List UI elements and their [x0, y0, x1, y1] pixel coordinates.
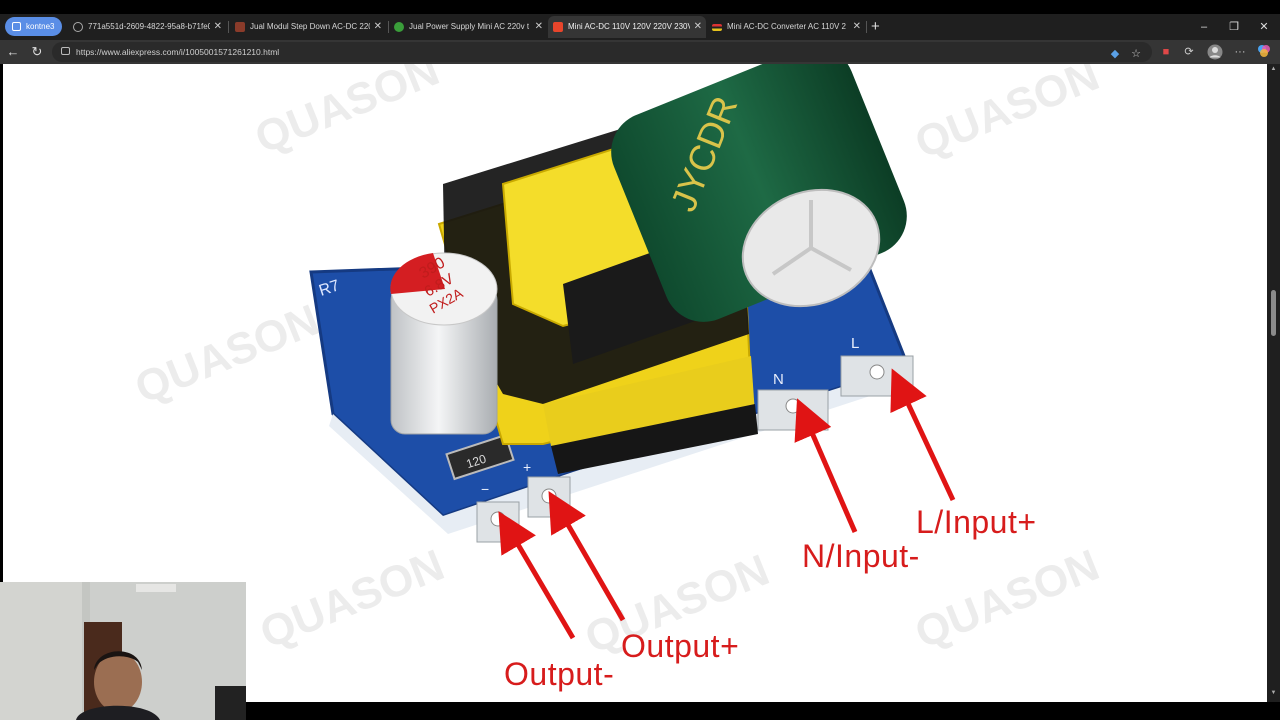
address-bar[interactable]: https://www.aliexpress.com/i/10050015712…	[52, 42, 1152, 62]
profile-label: kontne3	[26, 22, 55, 31]
scroll-down-icon[interactable]: ▼	[1270, 690, 1277, 696]
aliexpress-icon	[553, 22, 563, 32]
tab-5[interactable]: Mini AC-DC Converter AC 110V 2 ✕	[707, 16, 865, 38]
toolbar: ← ↻ https://www.aliexpress.com/i/1005001…	[0, 40, 1280, 64]
polarity-plus: +	[523, 459, 531, 475]
pad-letter-n: N	[773, 371, 784, 388]
close-icon[interactable]: ✕	[534, 21, 543, 32]
sync-icon[interactable]: ⟳	[1184, 46, 1194, 58]
arrow-l-input	[890, 368, 956, 502]
large-capacitor: JYCDR	[611, 64, 907, 322]
url-text[interactable]: https://www.aliexpress.com/i/10050015712…	[76, 47, 280, 57]
tokopedia-icon	[394, 22, 404, 32]
restore-button[interactable]: ❐	[1229, 21, 1239, 33]
star-icon[interactable]: ☆	[1131, 48, 1141, 60]
watermark: QUASON	[248, 64, 445, 163]
tag-icon[interactable]: ◆	[1110, 48, 1120, 60]
globe-icon	[73, 22, 83, 32]
menu-icon[interactable]: ···	[1234, 46, 1246, 58]
arrow-group	[498, 368, 956, 640]
back-icon[interactable]: ←	[6, 44, 20, 59]
tab-4-active[interactable]: Mini AC-DC 110V 120V 220V 230V ✕	[548, 16, 706, 38]
workspace-icon	[12, 22, 21, 31]
copilot-icon[interactable]	[1256, 44, 1272, 60]
arrow-output-plus	[548, 491, 626, 622]
product-photo: QUASON QUASON QUASON QUASON QUASON QUASO…	[128, 64, 1106, 663]
tab-2[interactable]: Jual Modul Step Down AC-DC 220 ✕	[230, 16, 386, 38]
close-icon[interactable]: ✕	[373, 21, 382, 32]
board-label: R7	[317, 277, 342, 300]
close-window-button[interactable]: ✕	[1259, 21, 1269, 33]
tab-1[interactable]: 771a551d-2609-4822-95a8-b71fe0 ✕	[68, 16, 226, 38]
profile-button[interactable]: kontne3	[5, 17, 62, 36]
bottom-border	[0, 702, 1280, 720]
tab-divider	[228, 21, 229, 33]
small-capacitor: 390 6.8V PX2A	[390, 252, 498, 435]
resistor-code: 120	[464, 452, 488, 472]
scroll-up-icon[interactable]: ▲	[1270, 66, 1277, 72]
close-icon[interactable]: ✕	[213, 21, 222, 32]
new-tab-button[interactable]: +	[871, 18, 880, 35]
store-icon	[712, 24, 722, 31]
label-l-input: L/Input+	[916, 504, 1037, 540]
minimize-button[interactable]: –	[1200, 21, 1208, 33]
arrow-output-minus	[498, 511, 576, 640]
pad-letter-l: L	[851, 335, 859, 352]
tab-divider	[388, 21, 389, 33]
tab-strip: kontne3 771a551d-2609-4822-95a8-b71fe0 ✕…	[0, 14, 1280, 40]
watermark: QUASON	[253, 540, 450, 658]
avatar[interactable]	[1207, 44, 1223, 60]
webcam-overlay	[0, 582, 246, 720]
watermark: QUASON	[908, 540, 1105, 658]
extension-icon[interactable]: ■	[1162, 46, 1170, 58]
reload-icon[interactable]: ↻	[31, 44, 43, 59]
label-output-minus: Output-	[504, 656, 615, 692]
store-icon	[235, 22, 245, 32]
arrow-n-input	[794, 398, 858, 533]
scrollbar-thumb[interactable]	[1271, 290, 1276, 336]
label-n-input: N/Input-	[802, 538, 920, 574]
tab-3[interactable]: Jual Power Supply Mini AC 220v t ✕	[389, 16, 547, 38]
close-icon[interactable]: ✕	[852, 21, 861, 32]
close-icon[interactable]: ✕	[693, 21, 702, 32]
watermark: QUASON	[128, 295, 325, 413]
webcam-feed	[0, 582, 246, 720]
smd-resistor: 120	[445, 433, 515, 481]
page-scrollbar[interactable]: ▲ ▼	[1267, 64, 1280, 702]
label-output-plus: Output+	[621, 628, 740, 664]
watermark: QUASON	[908, 64, 1105, 168]
lock-icon	[61, 47, 70, 55]
polarity-minus: −	[481, 481, 489, 497]
tab-divider	[866, 21, 867, 33]
